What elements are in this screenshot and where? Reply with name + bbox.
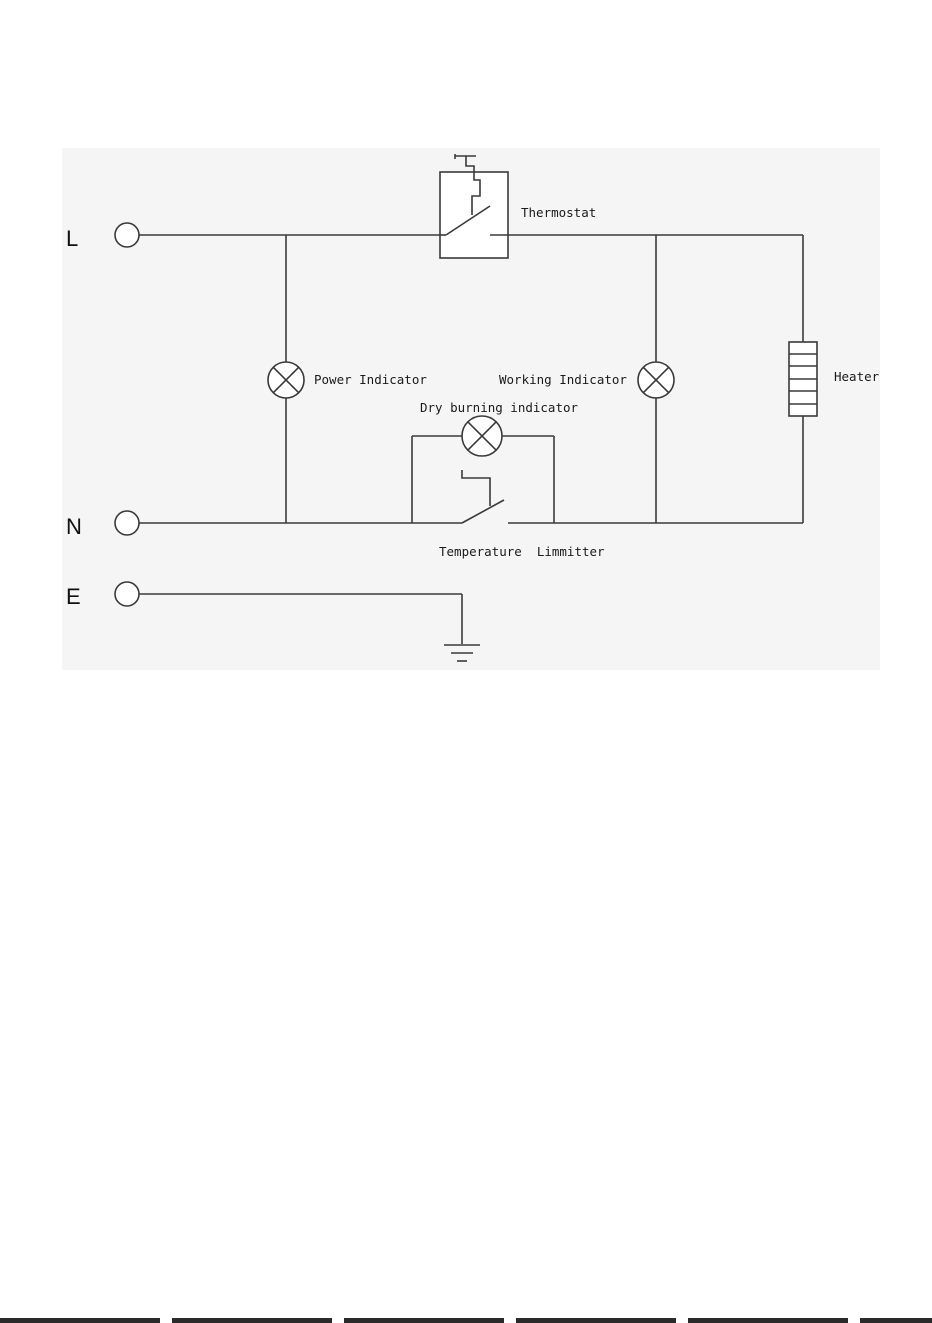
terminal-neutral-icon — [115, 511, 139, 535]
temperature-limiter-switch-icon — [462, 470, 504, 523]
heater-label: Heater — [834, 369, 880, 384]
thermostat-switch-icon — [440, 154, 508, 258]
ground-icon — [444, 645, 480, 661]
dry-burning-indicator-lamp-icon — [462, 416, 502, 456]
power-indicator-label: Power Indicator — [314, 372, 427, 387]
earth-wire — [139, 594, 462, 644]
terminal-label-neutral: N — [66, 514, 82, 539]
temperature-limiter-label: Temperature Limmitter — [439, 544, 605, 559]
terminal-label-live: L — [66, 226, 78, 251]
heater-icon — [789, 342, 817, 416]
terminal-live-icon — [115, 223, 139, 247]
terminal-earth-icon — [115, 582, 139, 606]
dry-burning-indicator-label: Dry burning indicator — [420, 400, 579, 415]
page-bottom-edge — [0, 1318, 932, 1323]
power-indicator-lamp-icon — [268, 362, 304, 398]
thermostat-label: Thermostat — [521, 205, 596, 220]
terminal-label-earth: E — [66, 584, 81, 609]
working-indicator-label: Working Indicator — [499, 372, 627, 387]
working-indicator-lamp-icon — [638, 362, 674, 398]
